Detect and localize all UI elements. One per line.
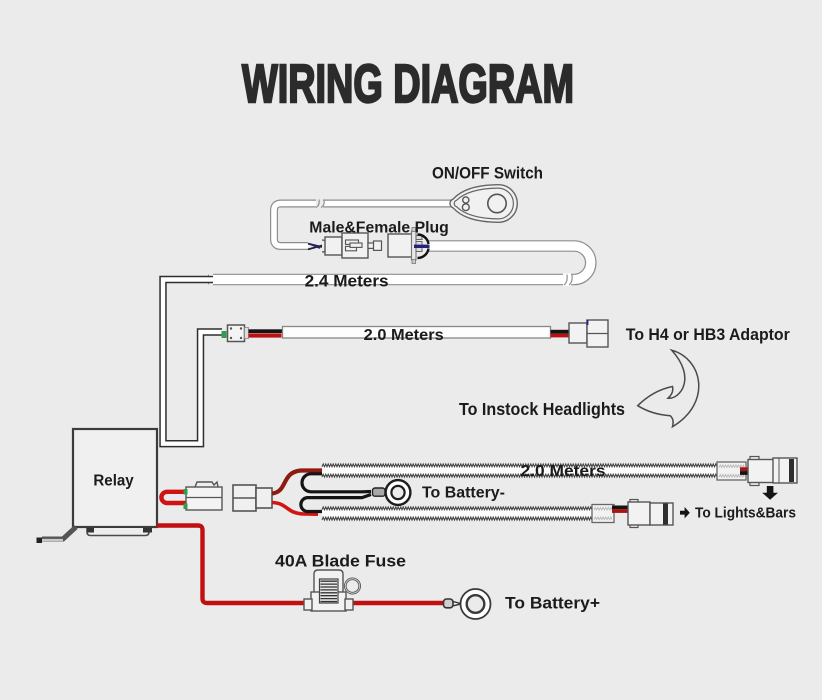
- svg-text:Relay: Relay: [93, 473, 134, 490]
- svg-text:2.4 Meters: 2.4 Meters: [305, 272, 389, 290]
- svg-text:2.0 Meters: 2.0 Meters: [521, 463, 606, 480]
- svg-text:2.0 Meters: 2.0 Meters: [364, 327, 444, 344]
- svg-text:ON/OFF Switch: ON/OFF Switch: [432, 165, 543, 183]
- svg-text:To Battery+: To Battery+: [505, 594, 600, 613]
- svg-text:40A Blade Fuse: 40A Blade Fuse: [275, 553, 406, 571]
- svg-text:To Lights&Bars: To Lights&Bars: [695, 505, 796, 522]
- svg-text:WIRING DIAGRAM: WIRING DIAGRAM: [242, 55, 574, 114]
- svg-text:To H4 or HB3 Adaptor: To H4 or HB3 Adaptor: [626, 325, 790, 344]
- svg-text:To Instock Headlights: To Instock Headlights: [459, 399, 625, 419]
- svg-text:Male&Female Plug: Male&Female Plug: [309, 220, 449, 237]
- svg-text:To Battery-: To Battery-: [422, 485, 505, 502]
